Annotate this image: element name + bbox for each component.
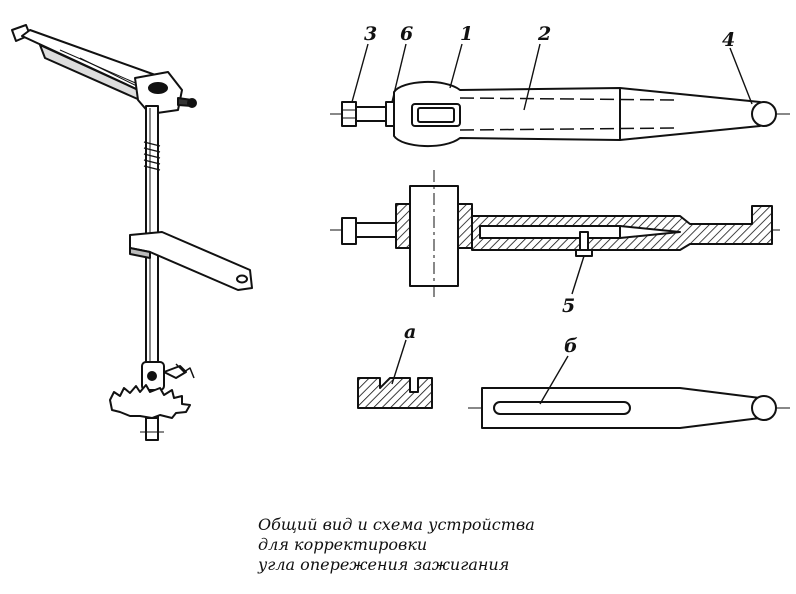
nut-3 <box>341 101 357 127</box>
end-eye-4 <box>751 101 777 127</box>
distributor-gear <box>109 384 191 419</box>
label-5: 5 <box>562 295 575 317</box>
top-view-b <box>468 387 790 429</box>
figure-caption: Общий вид и схема устройства для коррект… <box>258 515 598 575</box>
caption-line-1: Общий вид и схема устройства <box>258 515 535 534</box>
label-4: 4 <box>722 29 735 51</box>
label-a: а <box>404 321 416 343</box>
label-2: 2 <box>537 23 551 45</box>
profile-a <box>357 377 433 409</box>
plan-view <box>330 80 790 148</box>
general-view-illustration <box>11 24 253 441</box>
section-view <box>330 170 780 298</box>
caption-line-3: угла опережения зажигания <box>258 555 510 574</box>
label-1: 1 <box>460 23 473 45</box>
label-3: 3 <box>364 23 377 45</box>
slot-window <box>411 103 461 127</box>
washer-6 <box>385 101 395 127</box>
label-b: б <box>564 335 578 357</box>
caption-line-2: для корректировки <box>258 535 428 554</box>
label-6: 6 <box>400 23 413 45</box>
slot-b <box>493 401 631 415</box>
shaft-thread <box>143 141 161 171</box>
